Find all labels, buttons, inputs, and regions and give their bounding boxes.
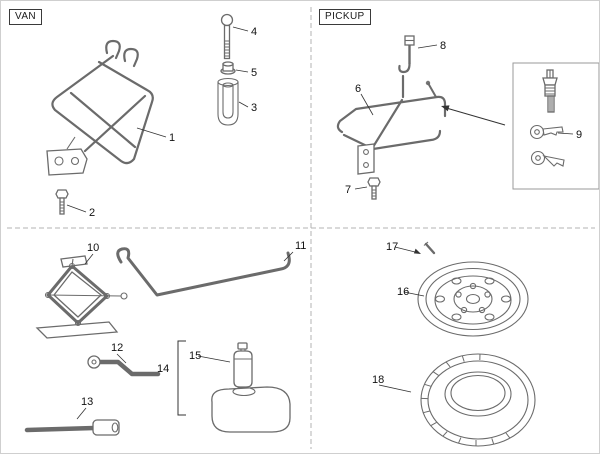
part-18-tire	[420, 353, 536, 447]
part-7-bolt	[367, 177, 381, 200]
leader-lines	[66, 26, 574, 420]
key-2	[530, 150, 565, 167]
callout-1: 1	[169, 132, 175, 144]
section-dividers	[7, 7, 595, 449]
section-label-pickup: PICKUP	[319, 9, 371, 25]
callout-8: 8	[440, 40, 446, 52]
detail-box-border	[512, 62, 599, 190]
callout-17: 17	[386, 241, 398, 253]
lock-cylinder	[542, 69, 558, 113]
bracket-14	[177, 340, 186, 416]
part-2-bolt	[55, 189, 69, 215]
part-17-valve	[423, 241, 436, 255]
part-8-hanger-rod	[398, 35, 415, 74]
part-6-spare-wheel-carrier-pickup	[336, 74, 447, 175]
callout-10: 10	[87, 242, 99, 254]
callout-11: 11	[295, 240, 306, 252]
callout-16: 16	[397, 286, 409, 298]
part-9-key-set-detail-box	[512, 62, 599, 190]
part-16-steel-wheel	[417, 261, 529, 337]
callout-15: 15	[189, 350, 201, 362]
part-13-extension-bar	[24, 419, 120, 436]
part-11-wheel-brace-rod	[116, 247, 291, 297]
part-12-wrench	[87, 355, 161, 377]
part-1-spare-wheel-carrier-van	[46, 39, 154, 176]
part-10-scissor-jack	[35, 255, 128, 339]
part-4-long-bolt	[220, 13, 234, 60]
callout-5: 5	[251, 67, 257, 79]
callout-6: 6	[355, 83, 361, 95]
callout-9: 9	[576, 129, 582, 141]
callout-numbers: 1 2 3 4 5 6 7 8 9 10 11 12 13 14 15 16 1…	[81, 26, 582, 408]
key-1	[529, 124, 564, 140]
callout-18: 18	[372, 374, 384, 386]
arrow-to-lock-position	[441, 105, 506, 126]
arrow-17	[394, 246, 421, 254]
callout-14: 14	[157, 363, 169, 375]
callout-3: 3	[251, 102, 257, 114]
tire-tread-hatching	[421, 353, 511, 446]
part-15-sealant-bottle	[233, 342, 253, 388]
part-14-tool-bag	[177, 340, 291, 433]
callout-2: 2	[89, 207, 95, 219]
part-5-flange-nut	[220, 61, 236, 75]
callout-12: 12	[111, 342, 123, 354]
part-3-bracket	[217, 77, 239, 126]
callout-7: 7	[345, 184, 351, 196]
section-label-van: VAN	[9, 9, 43, 25]
callout-13: 13	[81, 396, 93, 408]
callout-4: 4	[251, 26, 257, 38]
